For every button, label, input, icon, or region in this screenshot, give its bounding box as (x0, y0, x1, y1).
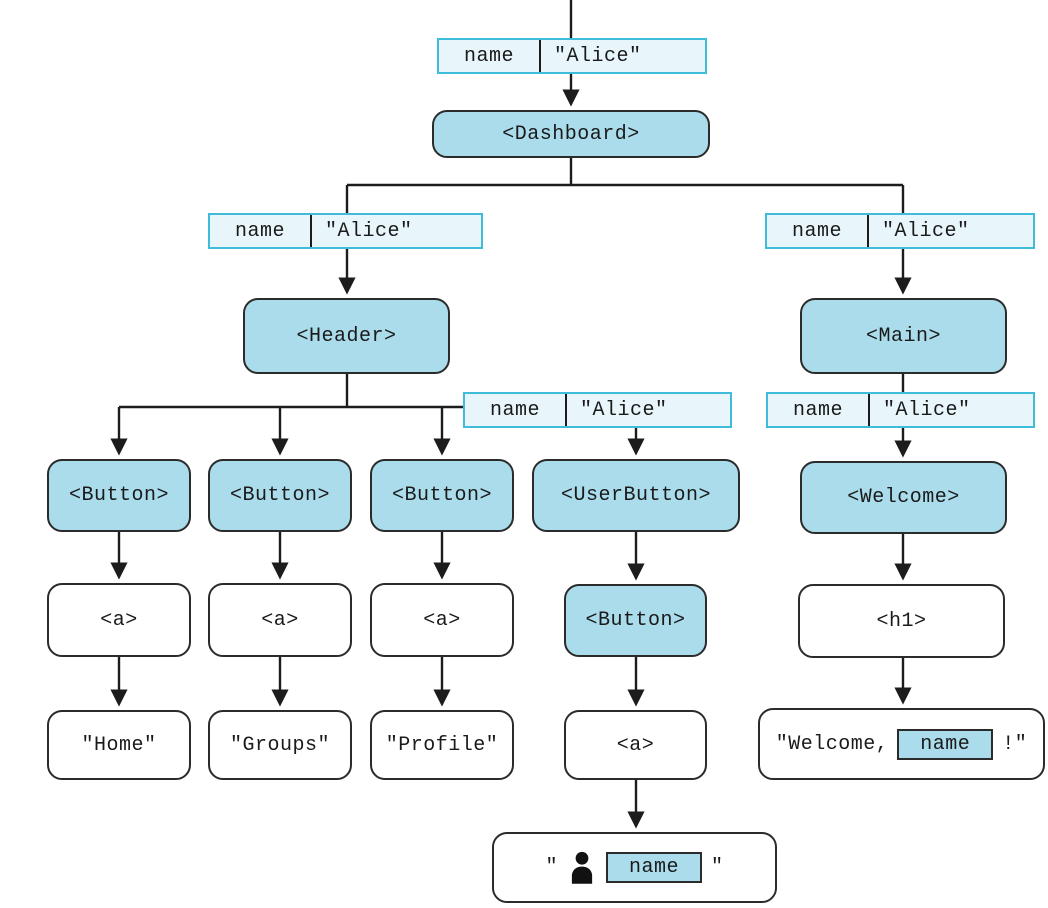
node-button-home: <Button> (47, 459, 191, 532)
name-chip: name (606, 852, 702, 883)
props-box-welcome: name "Alice" (766, 392, 1035, 428)
node-a-home: <a> (47, 583, 191, 657)
prop-value: "Alice" (883, 398, 971, 422)
prop-key: name (465, 394, 567, 426)
person-icon (571, 851, 593, 884)
props-box-main: name "Alice" (765, 213, 1035, 249)
leaf-groups-text: "Groups" (208, 710, 352, 780)
prop-value: "Alice" (882, 219, 970, 243)
close-quote: " (711, 856, 724, 879)
prop-value: "Alice" (580, 398, 668, 422)
node-button-profile: <Button> (370, 459, 514, 532)
node-welcome: <Welcome> (800, 461, 1007, 534)
open-quote: " (545, 856, 558, 879)
node-userbutton: <UserButton> (532, 459, 740, 532)
node-dashboard: <Dashboard> (432, 110, 710, 158)
leaf-profile-text: "Profile" (370, 710, 514, 780)
node-header: <Header> (243, 298, 450, 374)
leaf-welcome-heading: "Welcome, name !" (758, 708, 1045, 780)
leaf-user-link-text: " name " (492, 832, 777, 903)
prop-key: name (767, 215, 869, 247)
node-a-user: <a> (564, 710, 707, 780)
node-h1: <h1> (798, 584, 1005, 658)
prop-value: "Alice" (554, 44, 642, 68)
prop-key: name (439, 40, 541, 72)
node-button-groups: <Button> (208, 459, 352, 532)
node-main: <Main> (800, 298, 1007, 374)
welcome-text-suffix: !" (1002, 732, 1028, 756)
props-box-userbutton: name "Alice" (463, 392, 732, 428)
node-a-profile: <a> (370, 583, 514, 657)
prop-key: name (210, 215, 312, 247)
prop-value: "Alice" (325, 219, 413, 243)
welcome-text-prefix: "Welcome, (775, 732, 889, 756)
prop-key: name (768, 394, 870, 426)
node-a-groups: <a> (208, 583, 352, 657)
props-box-header: name "Alice" (208, 213, 483, 249)
leaf-home-text: "Home" (47, 710, 191, 780)
node-inner-button: <Button> (564, 584, 707, 657)
name-chip: name (897, 728, 994, 760)
props-box-dashboard: name "Alice" (437, 38, 707, 74)
